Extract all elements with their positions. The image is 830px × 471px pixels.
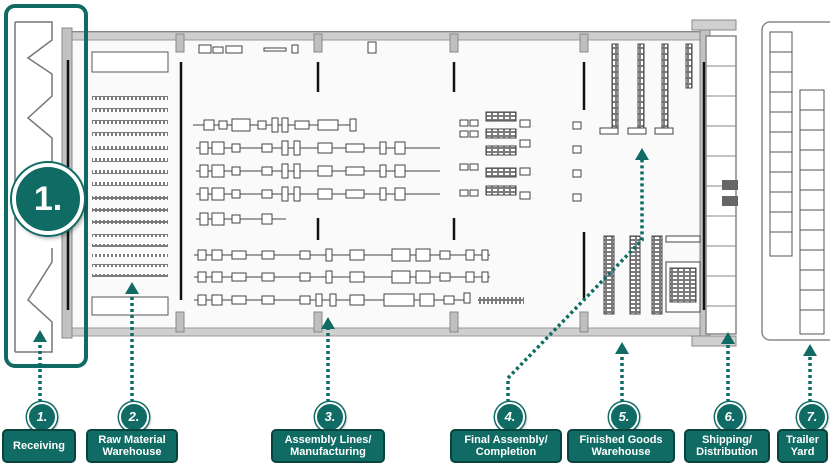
marker-trailer-yard: 7. <box>797 402 827 432</box>
receiving-highlight-badge: 1. <box>12 163 84 235</box>
label-final-assembly: Final Assembly/Completion <box>450 429 562 463</box>
arrowheads <box>33 148 817 356</box>
marker-shipping: 6. <box>715 402 745 432</box>
marker-receiving: 1. <box>27 402 57 432</box>
label-shipping: Shipping/Distribution <box>684 429 770 463</box>
label-assembly: Assembly Lines/Manufacturing <box>271 429 385 463</box>
callout-connectors <box>38 160 812 402</box>
trailer-yard <box>761 21 830 341</box>
marker-finished-goods: 5. <box>609 402 639 432</box>
final-assembly-area <box>459 111 582 202</box>
assembly-lines <box>193 41 524 307</box>
marker-final-assembly: 4. <box>495 402 525 432</box>
marker-raw-material: 2. <box>119 402 149 432</box>
label-receiving: Receiving <box>2 429 76 463</box>
marker-assembly: 3. <box>315 402 345 432</box>
receiving-highlight-box <box>4 4 88 368</box>
raw-material-racks <box>91 51 169 316</box>
shipping-dock <box>691 19 738 347</box>
